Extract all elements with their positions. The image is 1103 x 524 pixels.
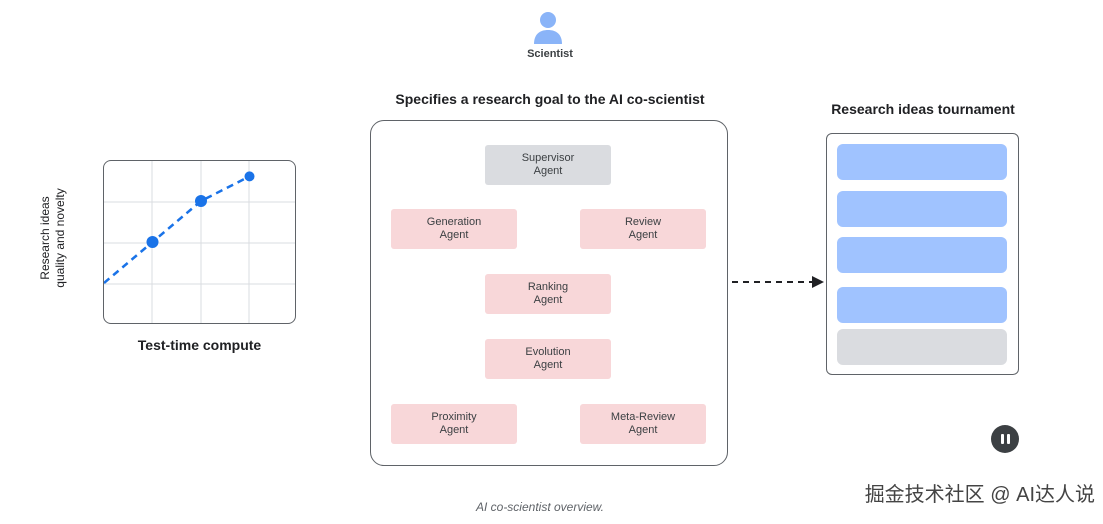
supervisor-agent-label: Supervisor Agent <box>521 152 575 177</box>
idea-bar <box>837 191 1007 227</box>
goal-title: Specifies a research goal to the AI co-s… <box>395 91 705 107</box>
watermark: 掘金技术社区 @ AI达人说 <box>864 484 1095 506</box>
series-line <box>104 175 251 284</box>
idea-bar <box>837 287 1007 323</box>
tournament-title: Research ideas tournament <box>831 101 1015 117</box>
figure-caption: AI co-scientist overview. <box>475 500 605 514</box>
y-axis-label-line1: Research ideas <box>38 196 52 280</box>
meta-review-agent: Meta-Review Agent <box>580 404 706 444</box>
chart-x-axis-label: Test-time compute <box>137 337 262 353</box>
pause-icon <box>1000 434 1004 444</box>
agents-panel: Supervisor Agent Generation Agent Review… <box>370 120 728 466</box>
generation-agent: Generation Agent <box>391 209 517 249</box>
chart-frame <box>103 160 296 324</box>
tournament-panel <box>826 133 1019 375</box>
review-agent: Review Agent <box>580 209 706 249</box>
data-point <box>146 236 159 248</box>
meta-review-agent-label: Meta-Review Agent <box>610 411 676 436</box>
idea-bar <box>837 329 1007 365</box>
evolution-agent-label: Evolution Agent <box>525 346 571 371</box>
data-point <box>244 171 255 182</box>
scientist-label: Scientist <box>527 48 573 60</box>
person-icon <box>534 12 562 44</box>
flow-arrow <box>732 276 824 288</box>
proximity-agent: Proximity Agent <box>391 404 517 444</box>
idea-bar <box>837 144 1007 180</box>
pause-icon <box>1006 434 1010 444</box>
quality-vs-compute-chart <box>104 161 295 323</box>
idea-bar <box>837 237 1007 273</box>
ranking-agent-label: Ranking Agent <box>527 281 569 306</box>
pause-button[interactable] <box>991 425 1019 453</box>
evolution-agent: Evolution Agent <box>485 339 611 379</box>
generation-agent-label: Generation Agent <box>426 216 482 241</box>
y-axis-label-line2: quality and novelty <box>53 188 67 288</box>
ranking-agent: Ranking Agent <box>485 274 611 314</box>
proximity-agent-label: Proximity Agent <box>431 411 477 436</box>
supervisor-agent: Supervisor Agent <box>485 145 611 185</box>
review-agent-label: Review Agent <box>624 216 662 241</box>
data-point <box>195 195 207 207</box>
